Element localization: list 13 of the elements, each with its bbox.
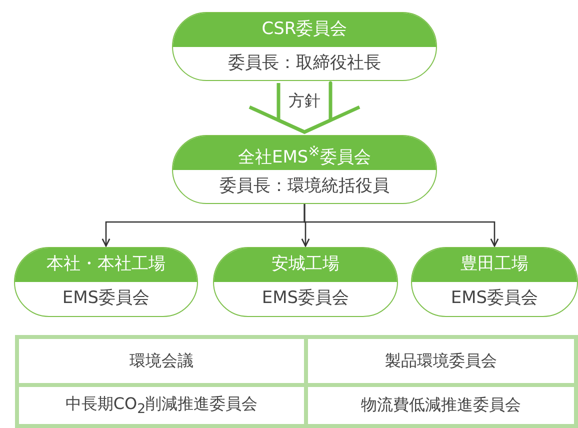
box-text: EMS委員会 xyxy=(61,287,151,310)
box-header: 安城工場 xyxy=(214,248,397,282)
box-header: 豊田工場 xyxy=(412,248,577,282)
box-text: 委員長：環境統括役員 xyxy=(218,175,390,198)
arrow xyxy=(304,204,499,247)
box-header: 全社EMS$^{※}$委員会 xyxy=(173,136,436,170)
chevron-arrow xyxy=(248,81,362,134)
box-header: 本社・本社工場 xyxy=(15,248,197,282)
box-text: EMS委員会 xyxy=(450,287,540,310)
rounded-box xyxy=(411,247,578,317)
box-text: 委員長：取締役社長 xyxy=(227,52,382,75)
box-text: EMS委員会 xyxy=(260,287,350,310)
box-header: CSR委員会 xyxy=(173,13,436,47)
